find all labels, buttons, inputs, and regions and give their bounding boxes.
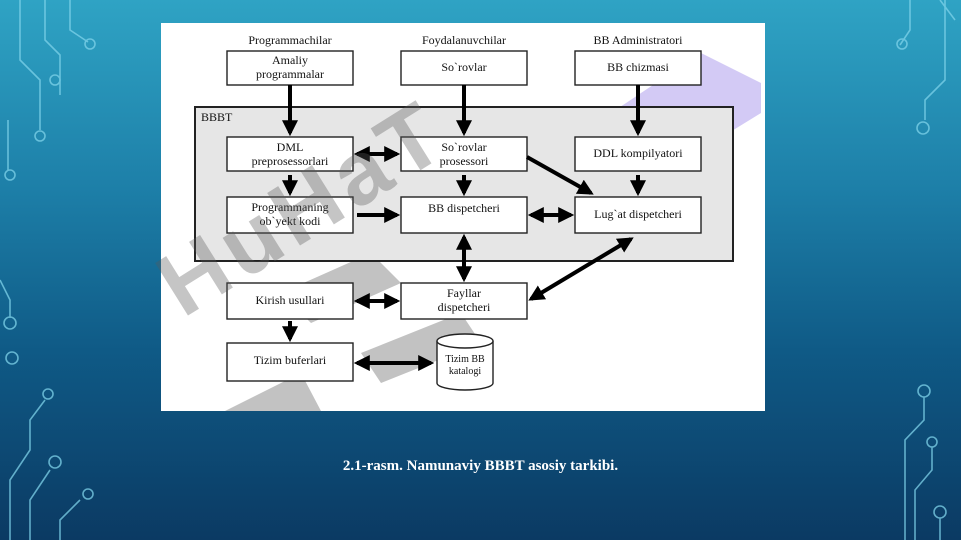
label-db-catalog: Tizim BB katalogi [445,354,485,377]
node-dictionary-dispatcher [574,196,702,234]
figure-caption: 2.1-rasm. Namunaviy BBBT asosiy tarkibi. [342,458,619,474]
label-system-buffers: Tizim buferlari [253,353,327,367]
label-object-code: Programmaning ob`yekt kodi [251,200,329,228]
label-dictionary-dispatcher: Lug`at dispetcheri [594,207,682,221]
label-file-dispatcher: Fayllar dispetcheri [437,286,491,314]
node-applied-programs [226,50,354,86]
label-db-dispatcher: BB dispetcheri [428,201,500,215]
node-queries [400,50,528,86]
node-object-code [226,196,354,234]
dbms-structure-diagram [194,50,761,411]
node-access-methods [226,282,354,320]
flow-arrows [282,85,646,371]
header-admins: BB Administratori [593,33,683,47]
label-queries: So`rovlar [441,60,487,74]
header-users: Foydalanuvchilar [422,33,506,47]
node-query-processor [400,136,528,172]
diagram-panel: BBBT Programmachilar Foydalanuvchilar BB… [161,23,765,411]
node-dml-preprocessors [226,136,354,172]
label-ddl-compiler: DDL kompilyatori [593,146,683,160]
node-file-dispatcher [400,282,528,320]
node-system-buffers [226,342,354,382]
node-db-catalog [436,333,494,391]
label-applied-programs: Amaliy programmalar [256,53,324,81]
label-access-methods: Kirish usullari [255,293,325,307]
label-query-processor: So`rovlar prosessori [439,140,489,168]
label-dml-preprocessors: DML preprosessorlari [251,140,329,168]
node-ddl-compiler [574,136,702,172]
node-db-dispatcher [400,196,528,234]
node-db-schema [574,50,702,86]
label-db-schema: BB chizmasi [607,60,669,74]
bbbt-group-title: BBBT [201,110,233,124]
header-programmers: Programmachilar [248,33,332,47]
